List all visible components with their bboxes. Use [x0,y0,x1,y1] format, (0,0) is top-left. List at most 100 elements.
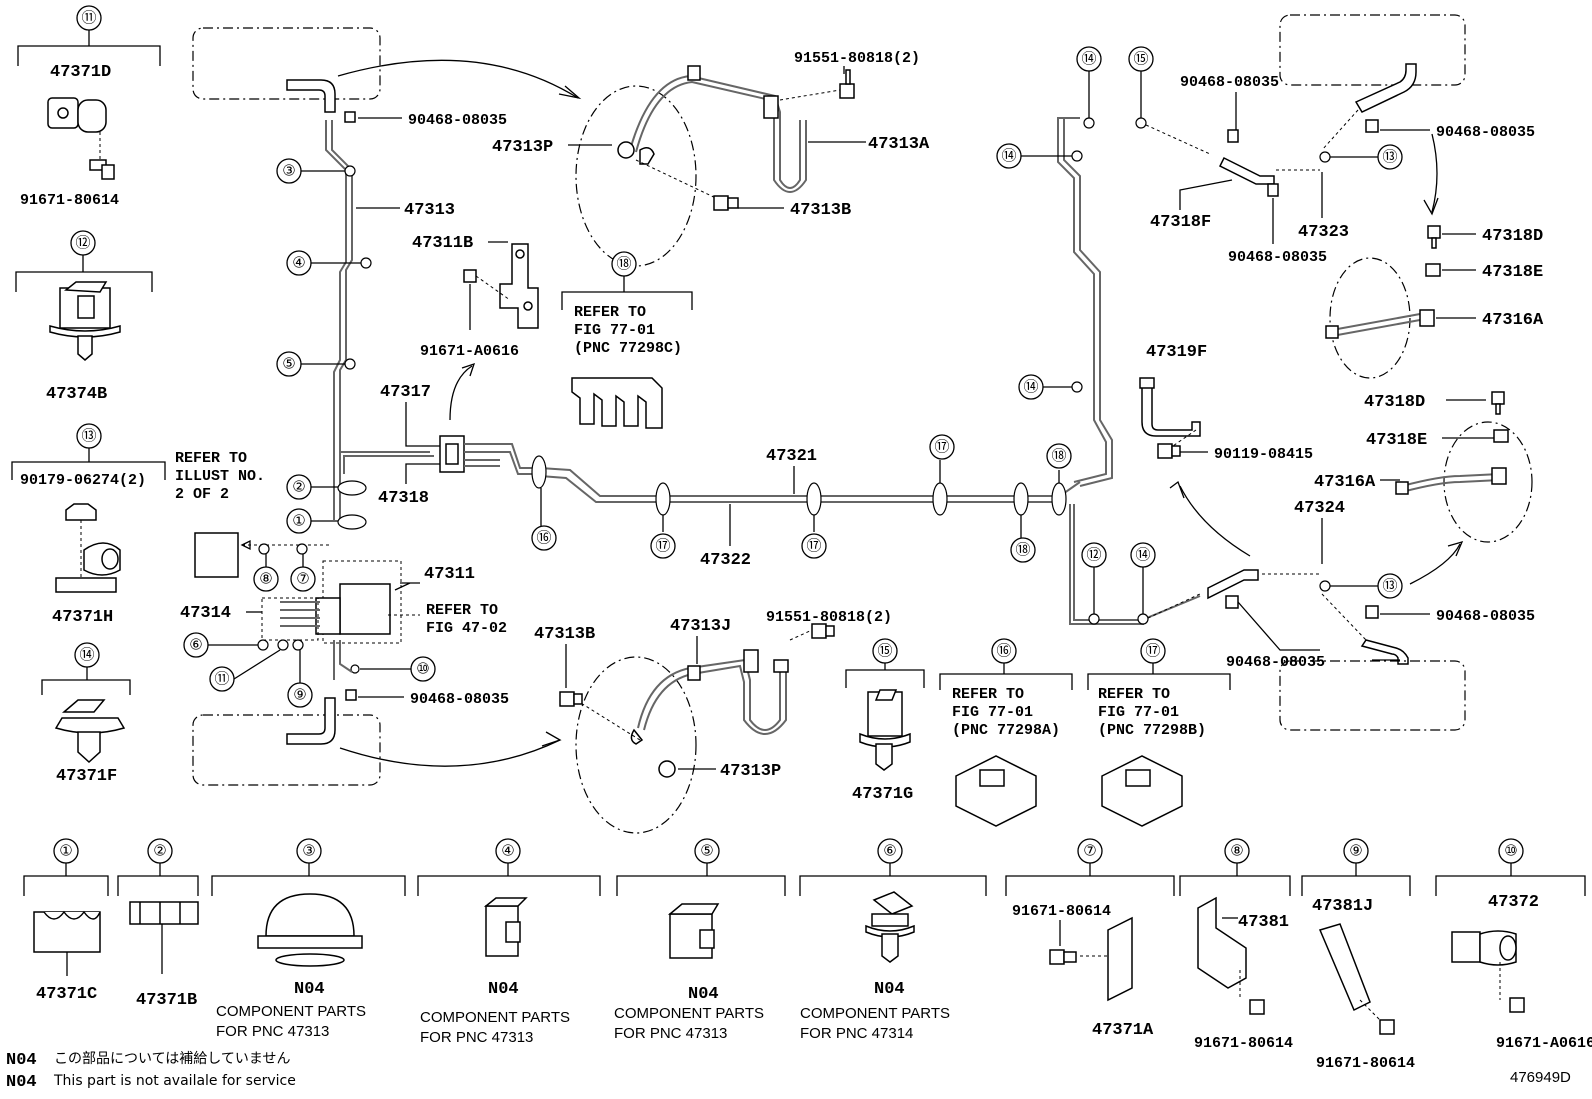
svg-text:①: ① [59,843,72,860]
svg-text:⑯: ⑯ [536,530,551,547]
svg-text:⑧: ⑧ [259,571,272,588]
label-47321: 47321 [766,447,817,466]
clip-6-icon [865,891,915,963]
callout-18-a [1010,537,1036,563]
bracket-47371A-icon [1049,916,1133,1002]
svg-text:⑬: ⑬ [1382,578,1397,595]
svg-text:⑰: ⑰ [1145,643,1160,660]
label-47319F: 47319F [1146,343,1207,362]
svg-text:⑱: ⑱ [616,256,631,273]
refer-77298C-line1: REFER TO [574,304,646,321]
comp-parts-4-line1: COMPONENT PARTS [420,1009,570,1026]
label-47311: 47311 [424,565,475,584]
comp-parts-5-line1: COMPONENT PARTS [614,1005,764,1022]
refer-77298B-line3: (PNC 77298B) [1098,722,1206,739]
label-47313P-bot: 47313P [720,762,781,781]
n04-3: N04 [294,980,325,999]
label-90468-08035-tr2: 90468-08035 [1436,124,1535,141]
comp-parts-4-line2: FOR PNC 47313 [420,1029,533,1046]
clip-47371C-icon [33,910,101,976]
callout-18-b [1046,443,1072,469]
svg-text:⑨: ⑨ [293,687,306,704]
svg-text:⑭: ⑭ [1135,547,1150,564]
label-47313A: 47313A [868,135,930,154]
label-47311B: 47311B [412,234,473,253]
label-91551-80818-top: 91551-80818(2) [794,50,920,67]
clamp-47372-icon [1451,930,1525,1013]
svg-text:⑮: ⑮ [877,643,892,660]
clip-4-icon [483,897,528,957]
label-47318D-b: 47318D [1364,393,1425,412]
label-47313: 47313 [404,201,455,220]
label-47313J: 47313J [670,617,731,636]
refer-illust-line2: ILLUST NO. [175,468,265,485]
svg-text:⑤: ⑤ [700,843,713,860]
refer-77298B-line2: FIG 77-01 [1098,704,1179,721]
svg-text:⑩: ⑩ [1504,843,1517,860]
clamp-47371H-icon [55,503,121,593]
n04-5: N04 [688,985,719,1004]
label-47314: 47314 [180,604,231,623]
label-47381J: 47381J [1312,897,1373,916]
comp-parts-3-line2: FOR PNC 47313 [216,1023,329,1040]
note-jp: この部品については補給していません [54,1051,290,1067]
svg-text:⑩: ⑩ [416,661,429,678]
label-47318D-a: 47318D [1482,227,1543,246]
callout-17-c [929,434,955,460]
refer-47-02-line1: REFER TO [426,602,498,619]
svg-text:⑬: ⑬ [81,428,96,445]
label-47318E-a: 47318E [1482,263,1543,282]
note-n04-en-code: N04 [6,1073,37,1092]
svg-text:⑱: ⑱ [1015,542,1030,559]
refer-illust-line3: 2 OF 2 [175,486,229,503]
svg-text:②: ② [153,843,166,860]
label-91671-80614-9: 91671-80614 [1316,1055,1415,1072]
label-47323: 47323 [1298,223,1349,242]
label-47316A-a: 47316A [1482,311,1544,330]
label-47371B: 47371B [136,991,197,1010]
clamp-77298A-icon [955,755,1037,827]
svg-text:⑬: ⑬ [1382,149,1397,166]
label-91671-80614-7: 91671-80614 [1012,903,1111,920]
svg-text:⑯: ⑯ [996,643,1011,660]
label-47371A: 47371A [1092,1021,1154,1040]
comp-parts-6-line2: FOR PNC 47314 [800,1025,913,1042]
svg-text:⑫: ⑫ [1086,547,1101,564]
label-47318E-b: 47318E [1366,431,1427,450]
label-47371F: 47371F [56,767,117,786]
label-47371C: 47371C [36,985,97,1004]
clamp-77298C-icon [571,377,663,429]
svg-text:①: ① [292,513,305,530]
svg-text:⑨: ⑨ [1349,843,1362,860]
clip-5-icon [667,903,720,959]
svg-text:③: ③ [282,163,295,180]
refer-77298A-line1: REFER TO [952,686,1024,703]
label-47317: 47317 [380,383,431,402]
label-47313B-top: 47313B [790,201,851,220]
comp-parts-3-line1: COMPONENT PARTS [216,1003,366,1020]
callout-17-b [801,533,827,559]
svg-text:⑮: ⑮ [1133,51,1148,68]
label-91671-A0616-top: 91671-A0616 [420,343,519,360]
svg-text:⑥: ⑥ [189,637,202,654]
label-91671-80614: 91671-80614 [20,192,119,209]
svg-text:⑭: ⑭ [1001,148,1016,165]
label-91671-80614-8: 91671-80614 [1194,1035,1293,1052]
label-90119-08415: 90119-08415 [1214,446,1313,463]
label-47371D: 47371D [50,63,111,82]
label-47381: 47381 [1238,913,1289,932]
n04-6: N04 [874,980,905,999]
label-47322: 47322 [700,551,751,570]
bracket-47381-icon [1197,896,1265,1015]
label-47372: 47372 [1488,893,1539,912]
svg-text:③: ③ [302,843,315,860]
diagram-id: 476949D [1510,1069,1571,1086]
callout-13-r1 [1377,144,1403,170]
label-90179-06274: 90179-06274(2) [20,472,146,489]
svg-text:⑭: ⑭ [79,647,94,664]
refer-47-02-line2: FIG 47-02 [426,620,507,637]
clip-47371F-icon [54,699,126,764]
label-47324: 47324 [1294,499,1345,518]
